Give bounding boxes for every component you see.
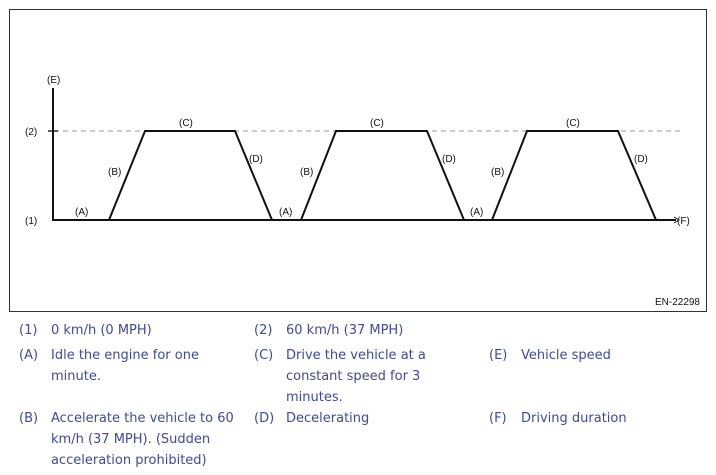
legend-code: (F)	[489, 411, 507, 426]
label-c-2: (C)	[370, 118, 384, 129]
cycle-1-profile	[108, 130, 273, 221]
legend-text: 0 km/h (0 MPH)	[51, 323, 152, 338]
legend-text: Vehicle speed	[521, 348, 611, 363]
legend-code: (B)	[19, 411, 39, 426]
speed-cycle-diagram: (E) (F) (2) (1) (A) (B) (C) (D) (A) (B) …	[25, 75, 690, 227]
label-b-3: (B)	[491, 167, 504, 178]
label-c-1: (C)	[179, 118, 193, 129]
legend-text: Accelerate the vehicle to 60 km/h (37 MP…	[51, 411, 234, 468]
cycle-3-profile	[491, 130, 657, 221]
label-a-2: (A)	[279, 207, 292, 218]
legend-code: (2)	[254, 323, 273, 338]
label-c-3: (C)	[566, 118, 580, 129]
figure-id: EN-22298	[654, 297, 700, 308]
level-label-1: (1)	[25, 216, 37, 227]
figure-frame: (E) (F) (2) (1) (A) (B) (C) (D) (A) (B) …	[9, 9, 707, 312]
label-a-3: (A)	[470, 207, 483, 218]
axis-label-f: (F)	[677, 216, 690, 227]
level-label-2: (2)	[25, 127, 37, 138]
label-b-1: (B)	[108, 167, 121, 178]
legend-text: Idle the engine for one minute.	[51, 348, 199, 384]
label-d-3: (D)	[634, 154, 648, 165]
legend-text: Driving duration	[521, 411, 627, 426]
legend-code: (C)	[254, 348, 274, 363]
legend-code: (E)	[489, 348, 508, 363]
label-d-1: (D)	[249, 154, 263, 165]
legend-text: Drive the vehicle at a constant speed fo…	[286, 348, 426, 405]
label-d-2: (D)	[442, 154, 456, 165]
legend-code: (D)	[254, 411, 275, 426]
axis-label-e: (E)	[47, 75, 60, 86]
cycle-2-profile	[300, 130, 465, 221]
legend-code: (A)	[19, 348, 39, 363]
label-a-1: (A)	[75, 207, 88, 218]
time-axis-arrow	[673, 216, 680, 224]
label-b-2: (B)	[300, 167, 313, 178]
legend-text: Decelerating	[286, 411, 370, 426]
legend-code: (1)	[19, 323, 38, 338]
legend-text: 60 km/h (37 MPH)	[286, 323, 404, 338]
